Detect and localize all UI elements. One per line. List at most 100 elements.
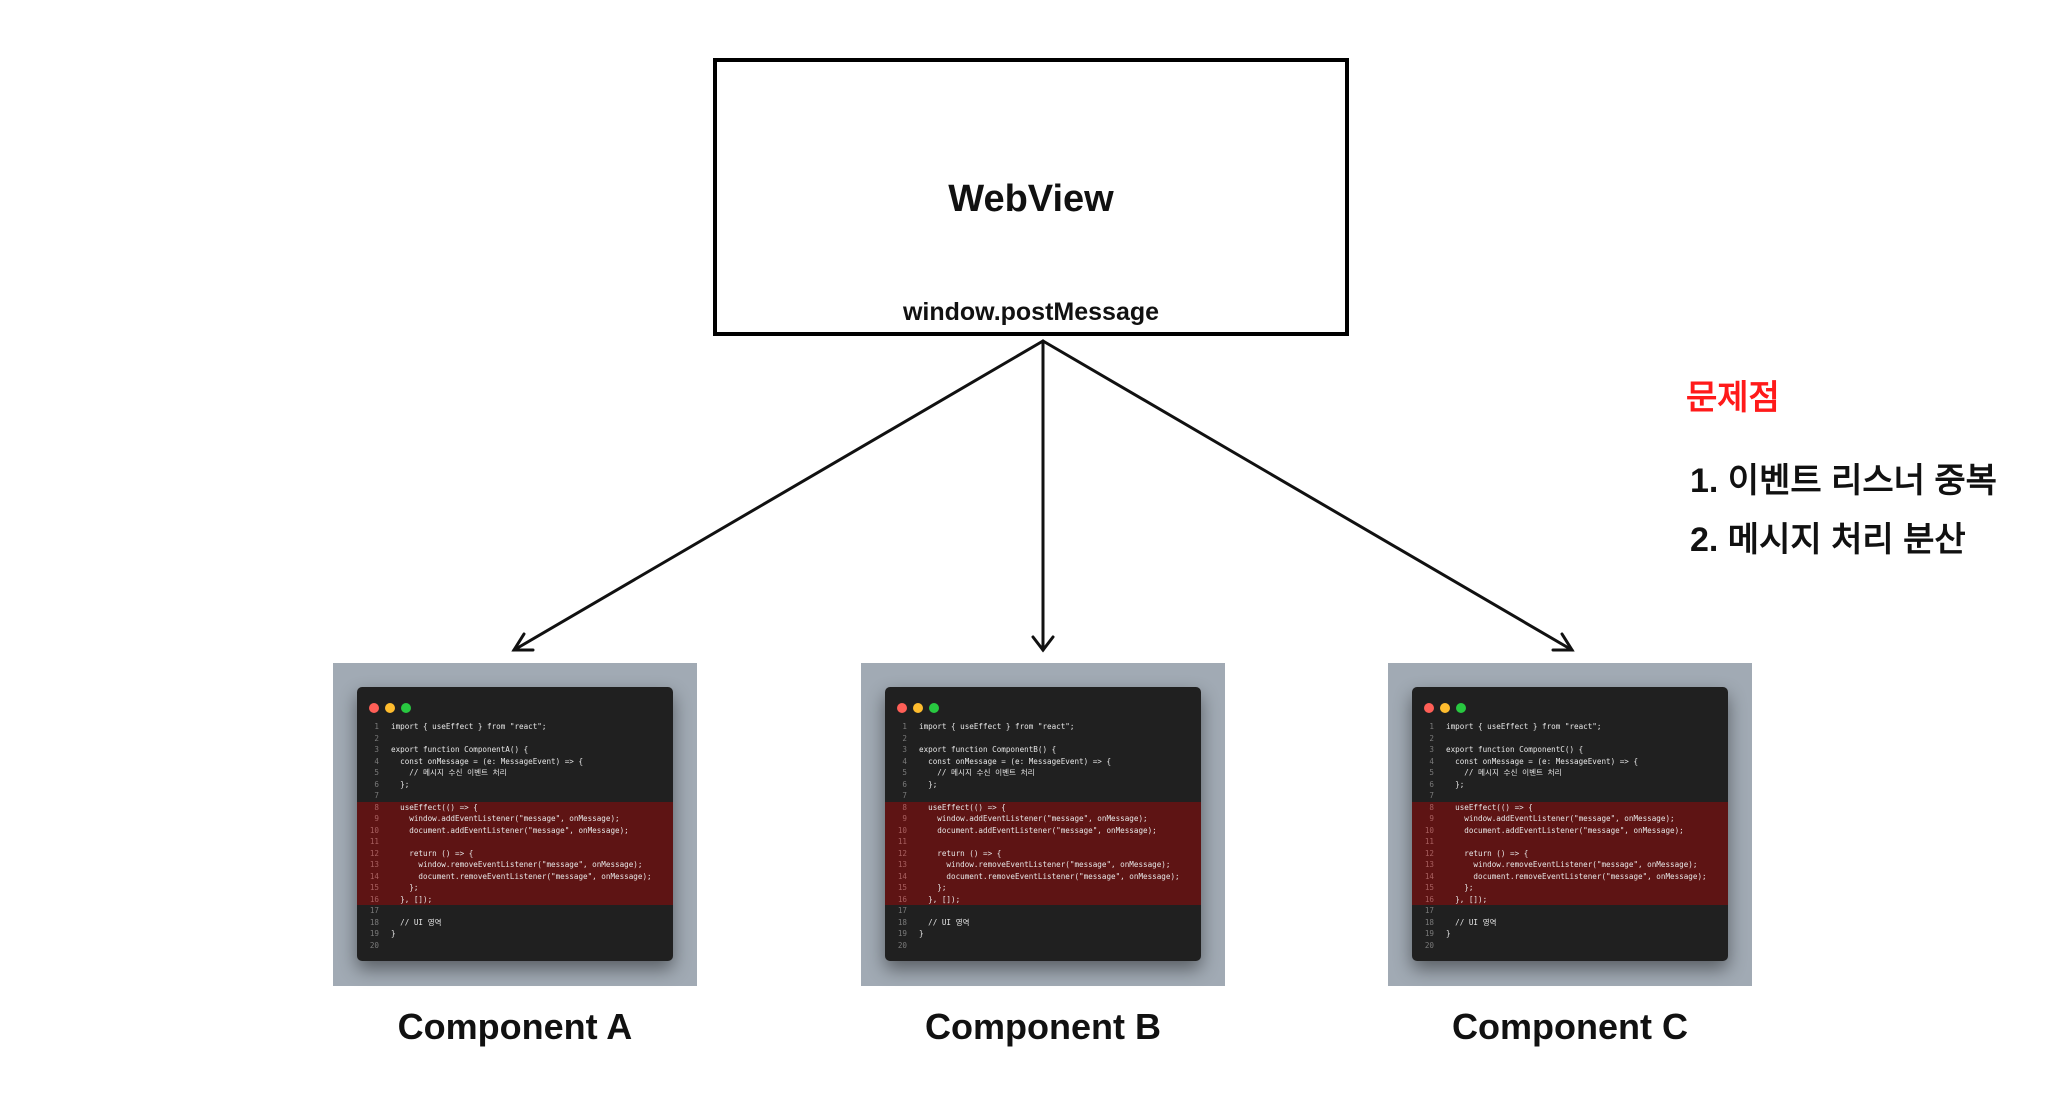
code-text: window.addEventListener("message", onMes…	[1446, 814, 1675, 823]
webview-box: WebView window.postMessage	[713, 58, 1349, 336]
line-number: 8	[902, 802, 907, 812]
code-text: const onMessage = (e: MessageEvent) => {	[391, 756, 584, 766]
line-number: 2	[902, 733, 907, 743]
code-text: useEffect(() => {	[919, 802, 1006, 812]
line-number: 5	[374, 768, 379, 777]
code-line: 14 document.removeEventListener("message…	[885, 870, 1201, 882]
code-text: useEffect(() => {	[391, 802, 478, 812]
component-c-label: Component C	[1452, 1006, 1688, 1047]
code-text: };	[1446, 883, 1474, 892]
line-number: 1	[374, 722, 379, 731]
window-controls	[369, 700, 417, 718]
line-number: 4	[902, 756, 907, 766]
code-text: window.removeEventListener("message", on…	[1446, 860, 1698, 869]
code-text: return () => {	[391, 848, 474, 858]
code-text: window.removeEventListener("message", on…	[919, 860, 1171, 869]
maximize-dot-icon	[929, 703, 939, 713]
line-number: 11	[369, 837, 379, 846]
line-number: 19	[1424, 929, 1434, 938]
code-line: 6 };	[1412, 779, 1728, 791]
line-number: 11	[897, 837, 907, 846]
code-text: window.addEventListener("message", onMes…	[919, 814, 1148, 823]
code-text: document.addEventListener("message", onM…	[1446, 825, 1684, 835]
line-number: 12	[369, 848, 379, 858]
arrow-to-component-c	[1041, 339, 1574, 652]
problem-list: 1. 이벤트 리스너 중복 2. 메시지 처리 분산	[1690, 452, 1997, 570]
line-number: 4	[1429, 756, 1434, 766]
line-number: 1	[1429, 722, 1434, 731]
code-text: // UI 영역	[919, 917, 970, 927]
code-line: 15 };	[357, 882, 673, 894]
code-line: 19}	[357, 928, 673, 940]
line-number: 13	[369, 860, 379, 869]
line-number: 14	[897, 871, 907, 881]
line-number: 18	[897, 917, 907, 927]
line-number: 15	[369, 883, 379, 892]
problem-item: 1. 이벤트 리스너 중복	[1690, 462, 1997, 500]
code-line: 5 // 메시지 수신 이벤트 처리	[1412, 767, 1728, 779]
code-line: 3 export function ComponentC() {	[1412, 744, 1728, 756]
line-number: 7	[374, 791, 379, 800]
code-line: 11	[1412, 836, 1728, 848]
code-text: import { useEffect } from "react";	[391, 722, 547, 731]
code-text: // 메시지 수신 이벤트 처리	[919, 768, 1035, 777]
code-line: 10 document.addEventListener("message", …	[357, 824, 673, 836]
code-line: 12 return () => {	[885, 847, 1201, 859]
arrowhead-component-a	[511, 632, 535, 652]
code-line: 16 }, []);	[1412, 893, 1728, 905]
code-text: }, []);	[919, 894, 961, 904]
code-line: 14 document.removeEventListener("message…	[357, 870, 673, 882]
minimize-dot-icon	[913, 703, 923, 713]
code-line: 4 const onMessage = (e: MessageEvent) =>…	[1412, 756, 1728, 768]
code-line: 11	[357, 836, 673, 848]
code-text: import { useEffect } from "react";	[919, 722, 1075, 731]
code-text: return () => {	[919, 848, 1002, 858]
code-text: useEffect(() => {	[1446, 802, 1533, 812]
line-number: 6	[1429, 779, 1434, 789]
code-text: };	[391, 779, 410, 789]
webview-subtitle: window.postMessage	[902, 298, 1160, 326]
code-text: }, []);	[1446, 894, 1488, 904]
component-b-label: Component B	[925, 1006, 1161, 1047]
line-number: 6	[374, 779, 379, 789]
code-text: }	[391, 929, 396, 938]
line-number: 10	[897, 825, 907, 835]
code-text: };	[391, 883, 419, 892]
line-number: 9	[374, 814, 379, 823]
code-line: 9 window.addEventListener("message", onM…	[1412, 813, 1728, 825]
line-number: 11	[1424, 837, 1434, 846]
line-number: 9	[1429, 814, 1434, 823]
line-number: 19	[369, 929, 379, 938]
code-text: };	[919, 779, 938, 789]
code-text: }	[919, 929, 924, 938]
line-number: 20	[1424, 940, 1434, 950]
code-text: document.addEventListener("message", onM…	[391, 825, 629, 835]
code-line: 17	[357, 905, 673, 917]
line-number: 14	[369, 871, 379, 881]
code-line: 12 return () => {	[1412, 847, 1728, 859]
line-number: 13	[1424, 860, 1434, 869]
line-number: 3	[1429, 745, 1434, 754]
line-number: 16	[1424, 894, 1434, 904]
line-number: 7	[902, 791, 907, 800]
line-number: 8	[1429, 802, 1434, 812]
code-line: 5 // 메시지 수신 이벤트 처리	[885, 767, 1201, 779]
code-line: 13 window.removeEventListener("message",…	[885, 859, 1201, 871]
code-line: 13 window.removeEventListener("message",…	[1412, 859, 1728, 871]
code-text: export function ComponentA() {	[391, 745, 529, 754]
problem-item: 2. 메시지 처리 분산	[1690, 521, 1966, 559]
code-line: 17	[885, 905, 1201, 917]
code-text: // UI 영역	[391, 917, 442, 927]
code-text: };	[919, 883, 947, 892]
code-line: 4 const onMessage = (e: MessageEvent) =>…	[885, 756, 1201, 768]
code-text: const onMessage = (e: MessageEvent) => {	[1446, 756, 1639, 766]
code-text: export function ComponentC() {	[1446, 745, 1584, 754]
code-line: 10 document.addEventListener("message", …	[885, 824, 1201, 836]
